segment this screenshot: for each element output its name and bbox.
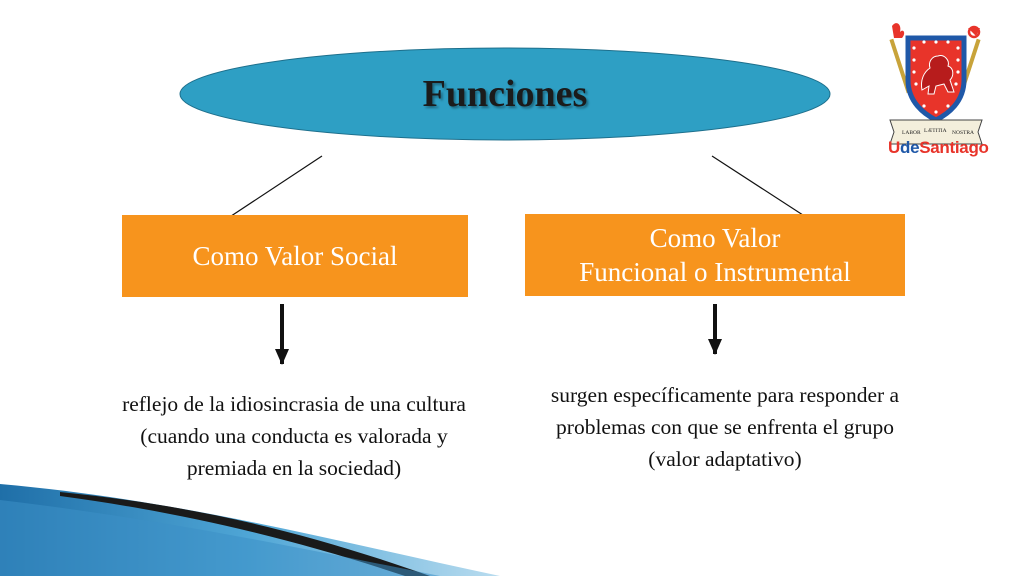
stars-icon (912, 40, 960, 114)
motto-word-2: LÆTITIA (924, 128, 947, 134)
branch-label-social: Como Valor Social (192, 241, 398, 271)
swoosh-light (0, 500, 440, 576)
logo-middle: de (899, 138, 920, 157)
description-social: reflejo de la idiosincrasia de una cultu… (122, 392, 466, 480)
lion-icon (921, 55, 955, 95)
university-logo-crest: LABOR LÆTITIA NOSTRA (889, 23, 983, 145)
motto-word-3: NOSTRA (952, 130, 974, 136)
branch-label-functional-line2: Funcional o Instrumental (579, 257, 851, 287)
logo-suffix: Santiago (919, 138, 989, 157)
university-name: UdeSantiago (888, 138, 989, 158)
logo-prefix: U (888, 138, 900, 157)
description-functional: surgen específicamente para responder a … (550, 383, 900, 471)
branch-box-functional: Como Valor Funcional o Instrumental (525, 214, 905, 296)
motto-word-1: LABOR (902, 130, 921, 136)
torch-icon (889, 23, 911, 94)
diagram-title: Funciones (422, 73, 588, 115)
branch-label-functional-line1: Como Valor (649, 223, 781, 253)
branch-box-social: Como Valor Social (122, 215, 468, 297)
motto-ribbon (889, 119, 983, 145)
